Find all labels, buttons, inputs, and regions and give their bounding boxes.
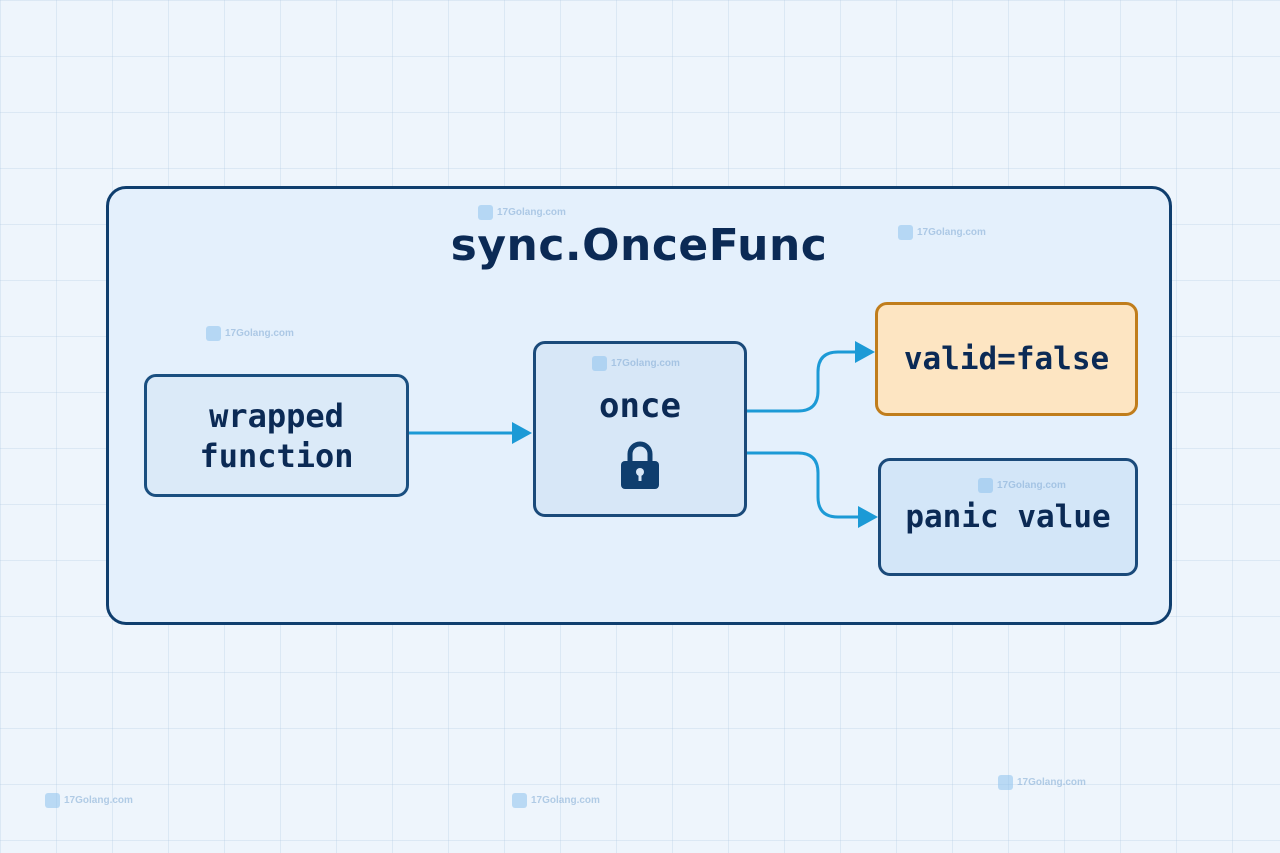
node-valid-label: valid=false bbox=[903, 341, 1110, 377]
watermark-logo-icon bbox=[478, 205, 493, 220]
arrowhead-wrapped-to-once bbox=[512, 422, 532, 444]
lock-icon bbox=[621, 441, 659, 489]
watermark: 17Golang.com bbox=[978, 478, 1066, 493]
node-panic-value: panic value bbox=[878, 458, 1138, 576]
watermark-logo-icon bbox=[898, 225, 913, 240]
diagram-title: sync.OnceFunc bbox=[450, 220, 828, 271]
edge-once-to-valid bbox=[747, 350, 858, 413]
node-wrapped-line2: function bbox=[199, 436, 354, 475]
watermark-logo-icon bbox=[978, 478, 993, 493]
node-once-label: once bbox=[599, 386, 681, 426]
arrowhead-once-to-panic bbox=[858, 506, 878, 528]
watermark-logo-icon bbox=[206, 326, 221, 341]
watermark: 17Golang.com bbox=[478, 205, 566, 220]
arrowhead-once-to-valid bbox=[855, 341, 875, 363]
watermark: 17Golang.com bbox=[898, 225, 986, 240]
node-once: once bbox=[533, 341, 747, 517]
node-wrapped-function: wrapped function bbox=[144, 374, 409, 497]
edge-once-to-panic bbox=[747, 451, 862, 519]
watermark: 17Golang.com bbox=[512, 793, 600, 808]
node-valid-false: valid=false bbox=[875, 302, 1138, 416]
watermark-logo-icon bbox=[512, 793, 527, 808]
node-panic-label: panic value bbox=[905, 499, 1111, 535]
watermark: 17Golang.com bbox=[592, 356, 680, 371]
watermark-logo-icon bbox=[592, 356, 607, 371]
watermark-logo-icon bbox=[45, 793, 60, 808]
watermark: 17Golang.com bbox=[45, 793, 133, 808]
node-wrapped-line1: wrapped bbox=[209, 396, 344, 435]
watermark: 17Golang.com bbox=[998, 775, 1086, 790]
watermark: 17Golang.com bbox=[206, 326, 294, 341]
watermark-logo-icon bbox=[998, 775, 1013, 790]
